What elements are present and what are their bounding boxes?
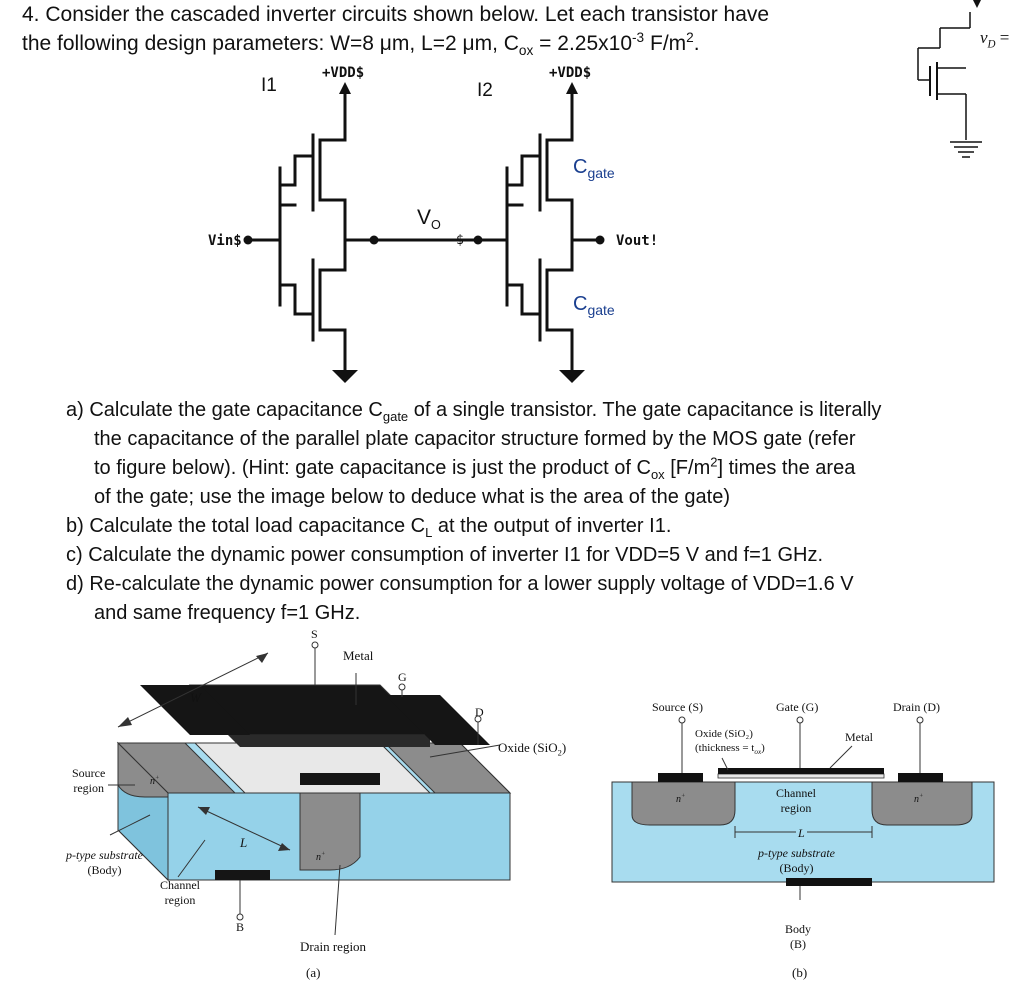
fig-b-gate-label: Gate (G) bbox=[776, 700, 819, 714]
fig-a-s-terminal: S bbox=[311, 627, 318, 641]
figure-a-mosfet-3d bbox=[108, 641, 512, 936]
vdd-label-1: +VDD$ bbox=[322, 65, 365, 81]
fig-a-oxide-label: Oxide (SiO2) bbox=[498, 740, 567, 758]
fig-b-oxide-label: Oxide (SiO₂)(thickness = tox) bbox=[695, 728, 765, 757]
vdd-label-2: +VDD$ bbox=[549, 65, 592, 81]
cgate-label-top: Cgate bbox=[573, 156, 615, 181]
question-c: c) Calculate the dynamic power consumpti… bbox=[66, 544, 824, 566]
fig-a-d-terminal: D bbox=[475, 705, 484, 719]
fig-b-source-label: Source (S) bbox=[652, 700, 703, 714]
fig-a-l-label: L bbox=[240, 835, 248, 850]
fig-a-caption: (a) bbox=[306, 965, 321, 980]
vo-label: VO bbox=[417, 206, 441, 233]
vout-label: Vout! bbox=[616, 233, 659, 249]
fig-b-n-plus-source: n+ bbox=[676, 792, 686, 805]
fig-a-w-label: W bbox=[190, 690, 201, 705]
fig-b-substrate-label: p-type substrate(Body) bbox=[758, 846, 835, 875]
question-b: b) Calculate the total load capacitance … bbox=[66, 515, 672, 540]
fig-a-n-plus-drain: n+ bbox=[316, 850, 326, 863]
fig-b-n-plus-drain: n+ bbox=[914, 792, 924, 805]
fig-b-caption: (b) bbox=[792, 965, 808, 980]
fig-a-metal-label: Metal bbox=[343, 648, 374, 663]
question-a-line-4: of the gate; use the image below to dedu… bbox=[94, 486, 730, 508]
inverter-i2-label: I2 bbox=[477, 80, 493, 101]
fig-a-b-terminal: B bbox=[236, 920, 245, 934]
inverter-i1-label: I1 bbox=[261, 75, 277, 96]
figure-b-mosfet-cross-section bbox=[611, 716, 995, 900]
problem-line-2: the following design parameters: W=8 μm,… bbox=[22, 30, 700, 59]
fig-b-body-label: Body(B) bbox=[785, 922, 812, 951]
question-a-line-3: to figure below). (Hint: gate capacitanc… bbox=[94, 454, 856, 482]
cgate-label-bottom: Cgate bbox=[573, 293, 615, 318]
corner-transistor-snippet bbox=[917, 0, 982, 158]
fig-a-substrate-label: p-type substrate(Body) bbox=[66, 848, 143, 877]
question-a-line-2: the capacitance of the parallel plate ca… bbox=[94, 428, 856, 450]
question-d-line-1: d) Re-calculate the dynamic power consum… bbox=[66, 573, 854, 595]
dollar-mark: $ bbox=[456, 233, 464, 248]
fig-b-metal-label: Metal bbox=[845, 730, 873, 744]
vin-label: Vin$ bbox=[208, 233, 242, 249]
fig-b-drain-label: Drain (D) bbox=[893, 700, 940, 714]
corner-vd-label: vD = bbox=[980, 28, 1010, 51]
fig-b-l-label: L bbox=[796, 826, 807, 841]
problem-line-1: 4. Consider the cascaded inverter circui… bbox=[22, 3, 770, 26]
fig-a-n-plus-source: n+ bbox=[150, 774, 160, 787]
fig-a-g-terminal: G bbox=[398, 670, 407, 684]
fig-a-drain-region-label: Drain region bbox=[300, 939, 367, 954]
question-a-line-1: a) Calculate the gate capacitance Cgate … bbox=[66, 399, 882, 424]
inverter-schematic bbox=[243, 82, 605, 383]
question-d-line-2: and same frequency f=1 GHz. bbox=[94, 602, 361, 624]
